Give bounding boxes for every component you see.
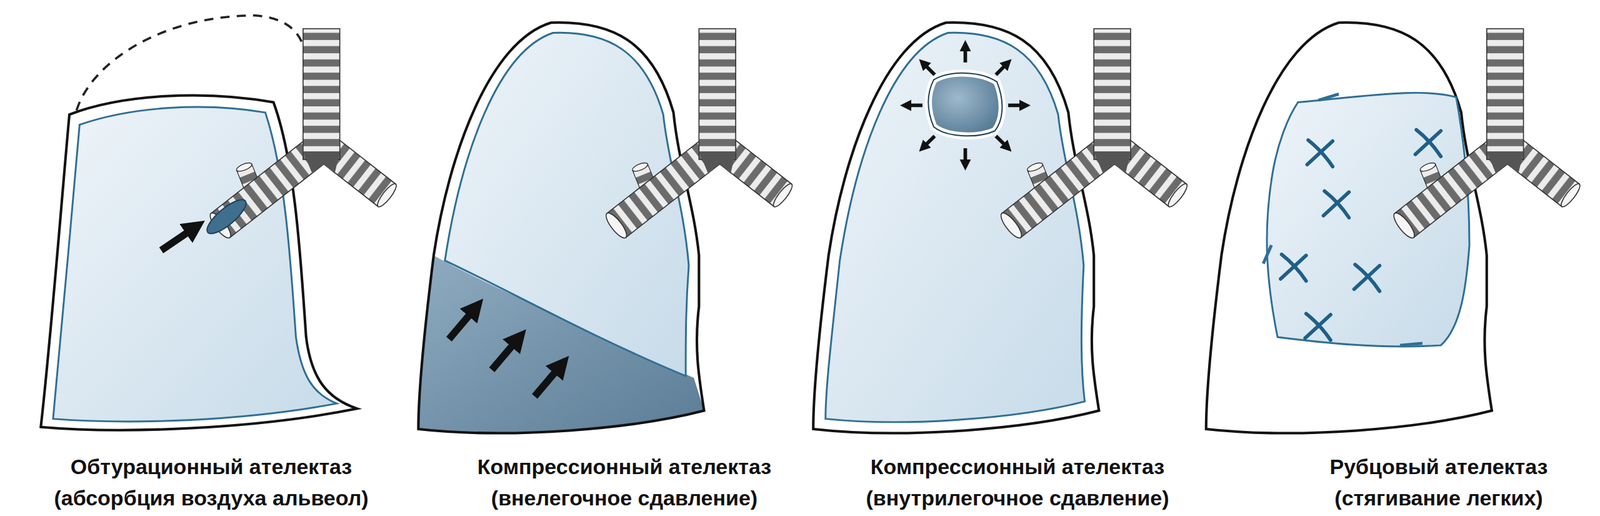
drawing-use (1305, 313, 1331, 340)
drawing-line (925, 135, 935, 145)
drawing-use (603, 28, 795, 241)
drawing-line (963, 49, 968, 63)
caption-line: Обтурационный ателектаз (70, 453, 353, 479)
drawing-line (491, 343, 515, 370)
drawing-line (995, 65, 1005, 75)
drawing-path (1318, 93, 1339, 100)
drawing-use (1323, 191, 1350, 218)
drawing-path (813, 22, 1099, 433)
drawing-path (825, 32, 1085, 422)
cicatricial-panel (1206, 22, 1583, 433)
caption-line: Рубцовый ателектаз (1330, 453, 1549, 479)
drawing-path (928, 73, 1002, 136)
drawing-use (1280, 254, 1307, 281)
drawing-use (1306, 140, 1333, 167)
drawing-path (1400, 343, 1423, 345)
drawing-path (1266, 92, 1470, 347)
drawing-use (1390, 28, 1583, 241)
drawing-line (161, 230, 190, 250)
drawing-path (1263, 245, 1272, 264)
drawing-g (909, 49, 1022, 162)
drawing-line (909, 103, 923, 108)
drawing-line (535, 369, 558, 396)
drawing-ellipse (202, 194, 251, 239)
drawing-path (418, 22, 704, 433)
caption-line: (внутрилегочное сдавление) (865, 485, 1169, 510)
drawing-path (928, 73, 1002, 136)
caption-line: Компрессионный ателектаз (870, 453, 1165, 479)
extrapulmonary-panel (418, 22, 795, 433)
drawing-line (995, 135, 1005, 145)
drawing-line (925, 65, 935, 75)
drawing-line (963, 148, 968, 162)
drawing-line (1008, 103, 1022, 108)
obstructive-panel (40, 15, 399, 430)
intrapulmonary-panel (813, 22, 1190, 433)
drawing-use (1415, 130, 1441, 157)
caption-line: (внелегочное сдавление) (491, 485, 758, 510)
drawing-use (1354, 264, 1380, 291)
caption-line: (стягивание легких) (1334, 485, 1543, 510)
drawing-path (1206, 22, 1492, 433)
caption-line: Компрессионный ателектаз (477, 453, 772, 479)
caption-line: (абсорбция воздуха альвеол) (53, 485, 369, 510)
drawing-line (448, 312, 472, 339)
drawing-use (997, 28, 1190, 241)
